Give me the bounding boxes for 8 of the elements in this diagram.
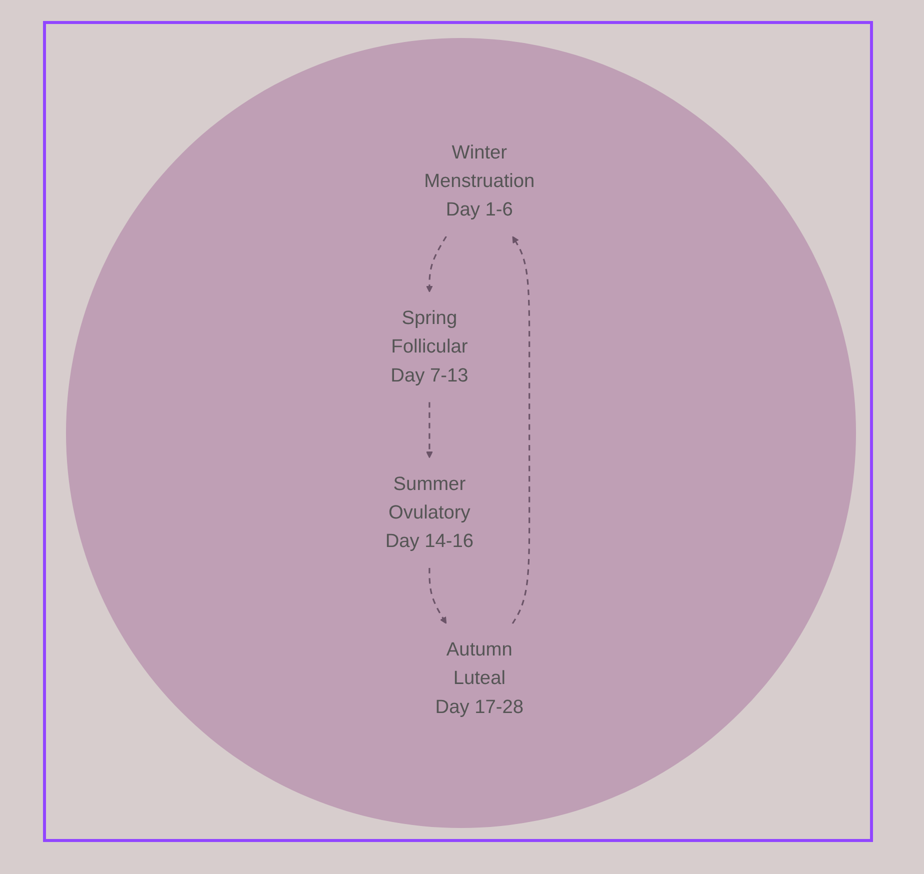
node-text: Autumn Luteal Day 17-28 bbox=[435, 638, 524, 718]
node-text: Spring Follicular Day 7-13 bbox=[390, 307, 468, 386]
arrow bbox=[512, 236, 530, 624]
arrow bbox=[426, 402, 433, 458]
node-text: Summer Ovulatory Day 14-16 bbox=[385, 473, 474, 552]
node-text: Winter Menstruation Day 1-6 bbox=[424, 142, 535, 220]
arrow bbox=[426, 236, 447, 292]
arrow bbox=[428, 568, 447, 624]
